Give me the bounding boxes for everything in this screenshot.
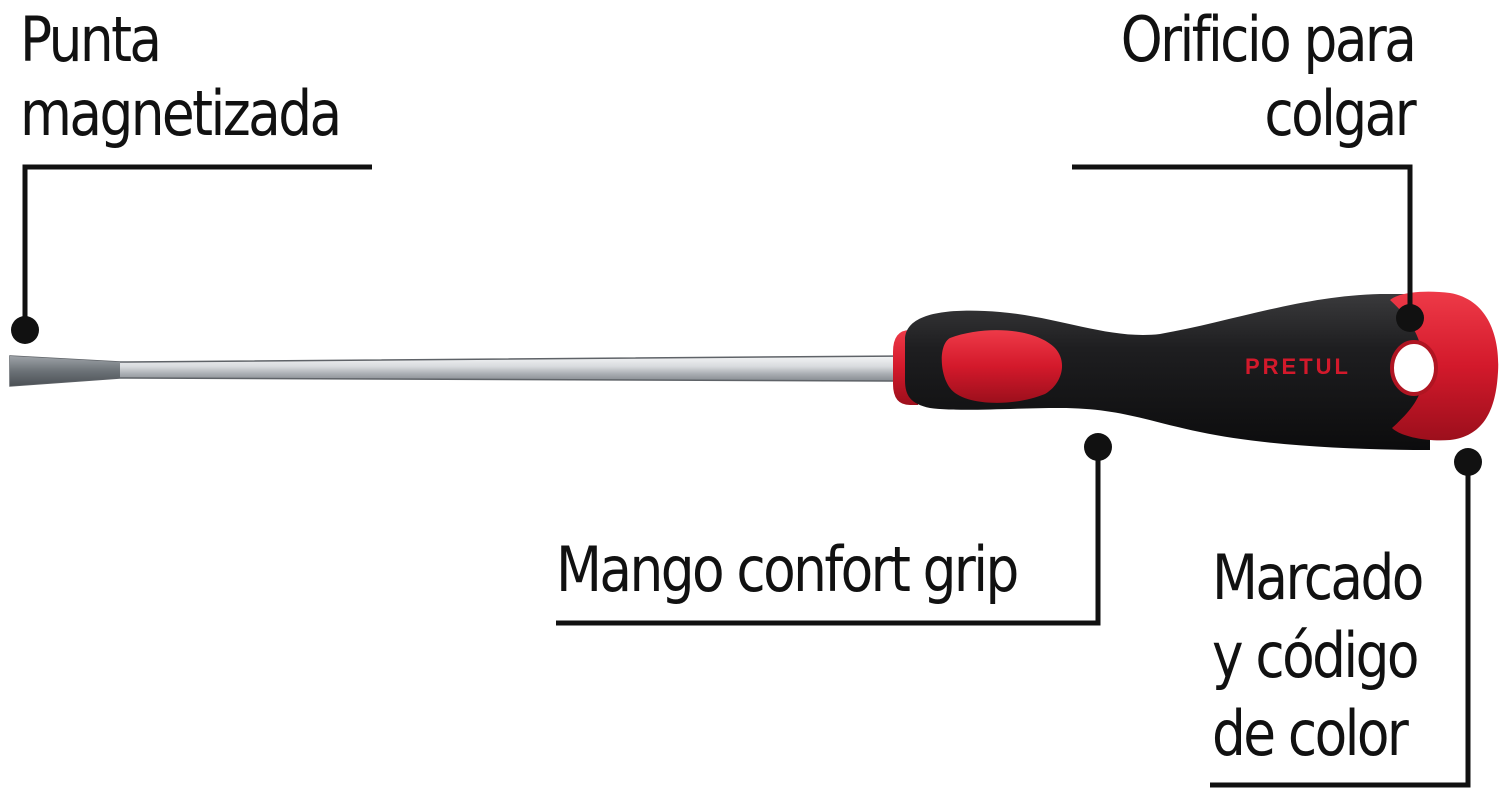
grip-label: Mango confort grip <box>556 533 1019 606</box>
grip-leader-line <box>556 447 1101 626</box>
handle-body <box>905 294 1430 450</box>
tip-label-line2: magnetizada <box>20 77 342 150</box>
marking-label-line2: y código <box>1212 619 1420 692</box>
flat-tip <box>10 356 120 386</box>
marking-label-line1: Marcado <box>1212 541 1424 614</box>
tip-leader-dot <box>11 316 39 344</box>
hanging-hole <box>1390 340 1438 396</box>
hole-leader-line <box>1072 164 1413 318</box>
marking-leader-line <box>1210 462 1471 788</box>
marking-leader-dot <box>1454 448 1482 476</box>
hole-leader-dot <box>1396 304 1424 332</box>
grip-leader-dot <box>1084 433 1112 461</box>
marking-label-line3: de color <box>1212 697 1409 770</box>
grip-red-insert <box>941 330 1063 403</box>
tip-leader-line <box>22 164 372 330</box>
tip-label-line1: Punta <box>20 3 162 76</box>
screwdriver-shaft <box>9 355 901 387</box>
hole-label-line2: colgar <box>1264 77 1416 150</box>
hole-label-line1: Orificio para <box>1120 3 1416 76</box>
brand-logo: PRETUL <box>1245 354 1351 379</box>
